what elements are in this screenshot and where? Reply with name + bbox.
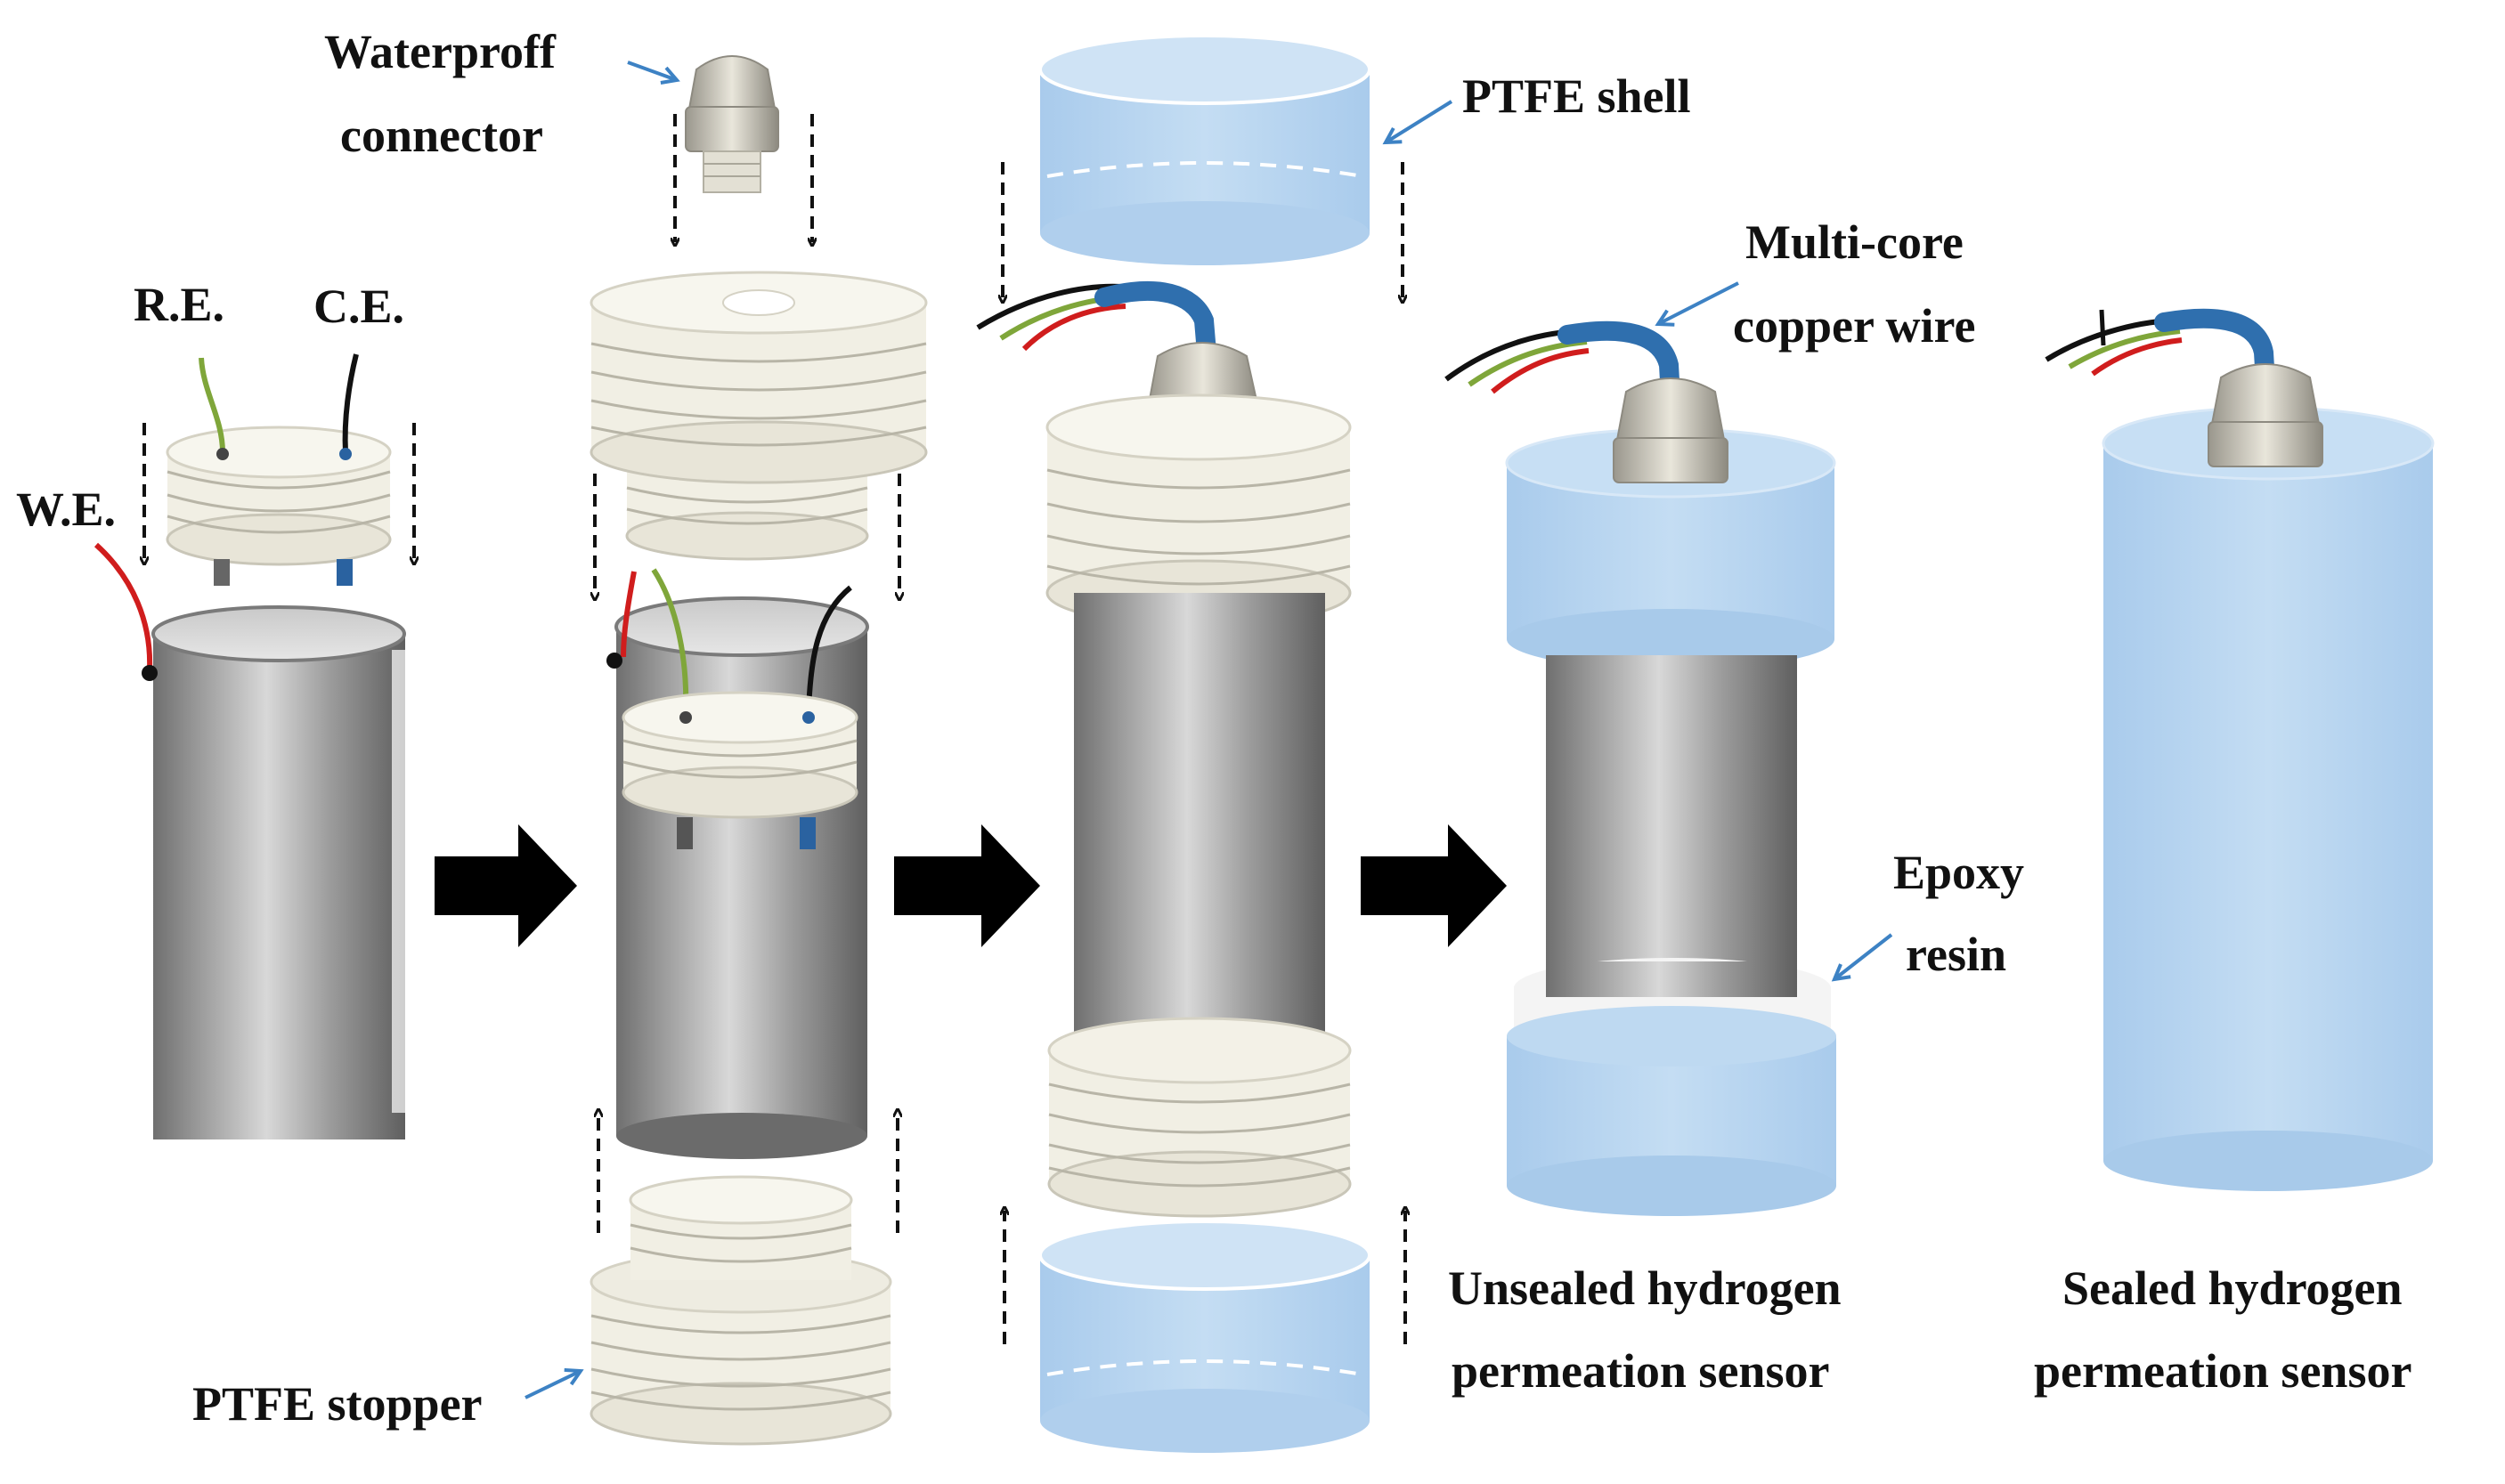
- label-epoxy-resin-2: resin: [1906, 928, 2006, 981]
- label-counter-electrode: C.E.: [313, 280, 404, 333]
- label-ptfe-shell: PTFE shell: [1462, 69, 1691, 123]
- ptfe-electrode-cap: [622, 691, 858, 849]
- counter-electrode-wire: [342, 353, 359, 453]
- callout-arrow-icon: [1834, 933, 1893, 979]
- right-arrow-icon: [1361, 824, 1507, 947]
- label-unsealed-2: permeation sensor: [1452, 1344, 1829, 1398]
- label-waterproof-connector-1: Waterproff: [324, 25, 557, 78]
- bottom-ptfe-shell: [1038, 1220, 1371, 1453]
- right-arrow-icon: [435, 824, 577, 947]
- label-ptfe-stopper: PTFE stopper: [192, 1377, 483, 1431]
- unsealed-sensor: Multi-core copper wire Epoxy resin Unsea…: [1444, 215, 2024, 1398]
- waterproof-connector: [685, 55, 779, 193]
- multi-core-cable: [1557, 320, 1680, 407]
- working-electrode-wire: [94, 542, 153, 670]
- metal-cylinder: [614, 596, 869, 1159]
- callout-arrow-icon: [1386, 100, 1453, 142]
- upper-ptfe-stopper: [1045, 393, 1352, 627]
- label-multicore-wire-1: Multi-core: [1745, 215, 1964, 269]
- label-waterproof-connector-2: connector: [340, 109, 543, 162]
- lower-ptfe-stopper: [590, 1175, 892, 1446]
- stage-2-components: Waterproff connector PTFE stopper: [192, 25, 928, 1446]
- top-ptfe-shell: [1038, 34, 1371, 265]
- callout-arrow-icon: [525, 1371, 581, 1399]
- callout-arrow-icon: [1658, 281, 1739, 324]
- label-working-electrode: W.E.: [16, 483, 116, 536]
- waterproof-connector: [2208, 363, 2323, 467]
- label-multicore-wire-2: copper wire: [1733, 299, 1975, 353]
- label-sealed-2: permeation sensor: [2034, 1344, 2411, 1398]
- reference-electrode-wire: [199, 357, 225, 453]
- metal-cylinder: [1074, 593, 1325, 1074]
- ptfe-electrode-cap: [166, 426, 392, 586]
- upper-ptfe-stopper: [590, 271, 928, 561]
- working-electrode-dot: [142, 665, 158, 681]
- label-sealed-1: Sealed hydrogen: [2062, 1261, 2403, 1315]
- stage-1-components: R.E. C.E. W.E.: [16, 278, 414, 1139]
- waterproof-connector: [1613, 377, 1728, 483]
- multi-core-cable: [1094, 280, 1217, 373]
- stage-3-components: PTFE shell: [976, 34, 1691, 1453]
- right-arrow-icon: [894, 824, 1040, 947]
- label-epoxy-resin-1: Epoxy: [1893, 846, 2024, 899]
- lower-ptfe-stopper: [1047, 1017, 1352, 1218]
- sealed-sensor: Sealed hydrogen permeation sensor: [2034, 308, 2435, 1398]
- multi-core-cable: [2154, 308, 2275, 393]
- callout-arrow-icon: [627, 61, 677, 80]
- label-reference-electrode: R.E.: [134, 278, 224, 331]
- metal-cylinder: [151, 605, 406, 1139]
- label-unsealed-1: Unsealed hydrogen: [1448, 1261, 1842, 1315]
